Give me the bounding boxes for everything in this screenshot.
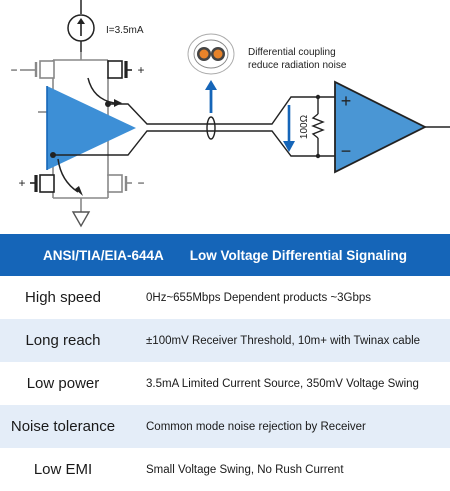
resistor-current-arrow xyxy=(283,105,295,152)
termination-resistor xyxy=(311,94,335,159)
twisted-pair-ring xyxy=(206,116,216,140)
feature-description: Small Voltage Swing, No Rush Current xyxy=(146,463,344,476)
ground-symbol xyxy=(71,211,91,228)
feature-row-noise-tolerance: Noise tolerance Common mode noise reject… xyxy=(0,405,450,448)
transistor-bottom-left-sign: + xyxy=(18,176,25,190)
feature-row-low-power: Low power 3.5mA Limited Current Source, … xyxy=(0,362,450,405)
feature-row-long-reach: Long reach ±100mV Receiver Threshold, 10… xyxy=(0,319,450,362)
coupling-field-icon xyxy=(187,33,235,75)
feature-name: High speed xyxy=(25,289,101,306)
banner-title: Low Voltage Differential Signaling xyxy=(189,247,408,263)
receiver-minus-sign: − xyxy=(341,141,352,161)
coupling-caption-line2: reduce radiation noise xyxy=(248,60,347,71)
radiation-arrow xyxy=(205,80,217,113)
feature-description: ±100mV Receiver Threshold, 10m+ with Twi… xyxy=(146,334,421,347)
lvds-circuit-diagram: I=3.5mA − + + − xyxy=(10,0,450,228)
standard-banner: ANSI/TIA/EIA-644A Low Voltage Differenti… xyxy=(0,234,450,276)
current-source-label: I=3.5mA xyxy=(106,25,144,36)
transistor-top-right[interactable] xyxy=(107,60,132,79)
transistor-bottom-right xyxy=(107,174,132,193)
transistor-bottom-left[interactable] xyxy=(30,174,55,193)
feature-name: Long reach xyxy=(25,332,101,349)
feature-name: Low EMI xyxy=(33,461,93,478)
feature-name: Low power xyxy=(26,375,100,392)
current-source-symbol xyxy=(67,0,95,52)
transistor-top-right-sign: + xyxy=(137,63,144,77)
standard-name: ANSI/TIA/EIA-644A xyxy=(42,247,164,263)
receiver-plus-sign: + xyxy=(341,91,352,111)
feature-description: Common mode noise rejection by Receiver xyxy=(146,420,366,433)
driver-triangle xyxy=(47,86,136,170)
current-flow-arrow-bottom xyxy=(57,158,83,196)
receiver-triangle xyxy=(334,80,428,174)
feature-name: Noise tolerance xyxy=(10,418,116,435)
feature-row-high-speed: High speed 0Hz~655Mbps Dependent product… xyxy=(0,276,450,319)
feature-description: 0Hz~655Mbps Dependent products ~3Gbps xyxy=(146,291,372,304)
transistor-bottom-right-sign: − xyxy=(137,176,144,190)
transistor-top-left xyxy=(20,60,55,79)
feature-description: 3.5mA Limited Current Source, 350mV Volt… xyxy=(146,377,419,390)
current-flow-arrow-top xyxy=(87,77,122,107)
resistor-label: 100Ω xyxy=(299,114,310,139)
coupling-caption-line1: Differential coupling xyxy=(248,47,336,58)
differential-pair-traces xyxy=(53,96,318,157)
feature-row-low-emi: Low EMI Small Voltage Swing, No Rush Cur… xyxy=(0,448,450,491)
transistor-top-left-sign: − xyxy=(10,63,17,77)
